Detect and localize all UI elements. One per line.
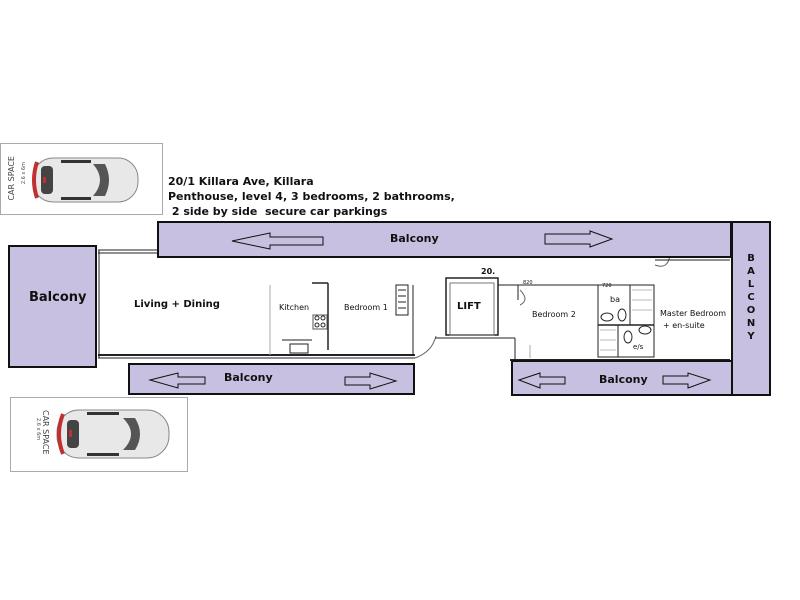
room-bedroom-1: Bedroom 1 — [344, 303, 388, 312]
door-width-820: 820 — [523, 280, 533, 286]
room-bathroom: ba — [610, 295, 620, 304]
room-lift: LIFT — [457, 301, 481, 312]
balcony-west-label: Balcony — [29, 290, 87, 305]
room-kitchen: Kitchen — [279, 303, 310, 312]
room-bedroom-2: Bedroom 2 — [532, 310, 576, 319]
balcony-south-left — [128, 363, 415, 395]
balcony-south-right-label: Balcony — [599, 373, 648, 386]
arrow-left-icon — [517, 372, 566, 389]
property-details: Penthouse, level 4, 3 bedrooms, 2 bathro… — [168, 190, 455, 203]
arrow-right-icon — [544, 230, 614, 248]
car-space-label: CAR SPACE — [41, 410, 50, 455]
car-space-size: 2.6 x 6m — [35, 418, 41, 441]
address: 20/1 Killara Ave, Killara — [168, 175, 314, 188]
room-ensuite: e/s — [633, 343, 644, 351]
balcony-east-label: B A L C O N Y — [746, 253, 756, 342]
balcony-south-right — [511, 360, 733, 396]
car-icon — [56, 409, 170, 459]
arrow-left-icon — [231, 232, 324, 250]
balcony-south-left-label: Balcony — [224, 371, 273, 384]
room-master-bedroom: Master Bedroom — [660, 309, 727, 318]
car-space-1: CAR SPACE 2.6 x 6m — [0, 143, 163, 215]
arrow-left-icon — [148, 372, 206, 389]
room-living-dining: Living + Dining — [134, 299, 220, 310]
door-width-720: 720 — [602, 283, 612, 289]
balcony-east — [731, 221, 771, 396]
car-icon — [32, 157, 139, 203]
arrow-right-icon — [662, 372, 712, 389]
balcony-north — [157, 221, 732, 258]
car-space-2: CAR SPACE 2.6 x 6m — [10, 397, 188, 472]
room-master-ensuite-note: + en-suite — [663, 321, 705, 330]
unit-number: 20. — [481, 267, 496, 276]
parking-details: 2 side by side secure car parkings — [168, 205, 388, 218]
balcony-west — [8, 245, 97, 368]
balcony-north-label: Balcony — [390, 232, 439, 245]
listing-heading: 20/1 Killara Ave, Killara Penthouse, lev… — [168, 174, 455, 219]
arrow-right-icon — [344, 372, 398, 390]
